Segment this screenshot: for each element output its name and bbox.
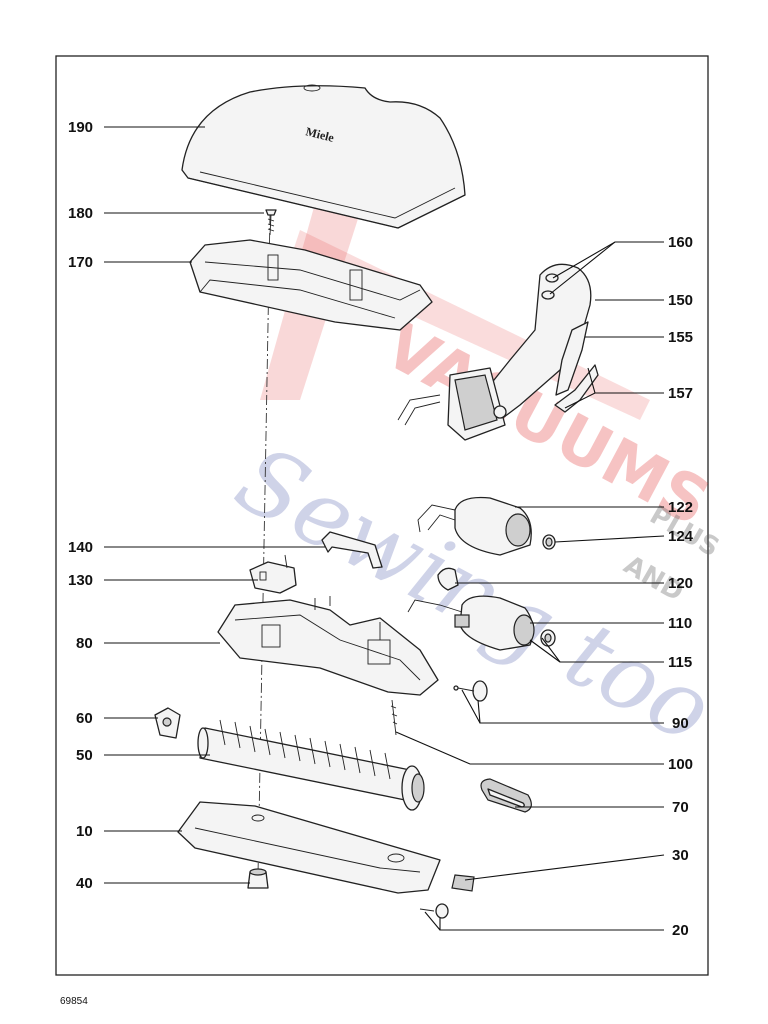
part-40-foot	[247, 868, 269, 889]
part-50-brush-roller	[197, 719, 425, 811]
part-10-base-plate	[177, 801, 441, 894]
label-20: 20	[672, 922, 689, 939]
label-170: 170	[68, 254, 93, 271]
part-124-pulley	[542, 534, 556, 550]
part-130-switch	[249, 554, 297, 594]
label-140: 140	[68, 539, 93, 556]
part-90-wheel	[453, 680, 488, 702]
label-180: 180	[68, 205, 93, 222]
label-115: 115	[668, 654, 692, 671]
label-150: 150	[668, 292, 693, 309]
part-150-neck	[397, 263, 592, 441]
part-20-roller	[419, 903, 449, 919]
leader-100	[395, 731, 664, 765]
label-160: 160	[668, 234, 693, 251]
label-50: 50	[76, 747, 93, 764]
label-124: 124	[668, 528, 694, 545]
label-40: 40	[76, 875, 93, 892]
label-70: 70	[672, 799, 689, 816]
label-60: 60	[76, 710, 93, 727]
leader-90b	[461, 689, 481, 724]
label-130: 130	[68, 572, 93, 589]
leader-160b	[549, 241, 616, 295]
label-122: 122	[668, 499, 693, 516]
part-110-motor	[407, 595, 535, 651]
label-120: 120	[668, 575, 693, 592]
label-30: 30	[672, 847, 689, 864]
part-155-clip	[555, 321, 589, 396]
leader-20	[439, 918, 664, 931]
leader-lines	[104, 126, 665, 931]
part-157-cover	[554, 364, 599, 413]
document-code: 69854	[60, 996, 88, 1007]
label-90: 90	[672, 715, 689, 732]
leader-30	[464, 854, 665, 881]
part-80-base	[217, 596, 439, 696]
part-100-screw	[390, 699, 398, 736]
part-190-hood: Miele	[181, 84, 466, 229]
diagram-frame	[55, 55, 709, 976]
leader-20b	[424, 911, 441, 931]
leader-124	[554, 535, 665, 543]
part-122-motor	[417, 496, 532, 556]
part-115-pulley	[540, 629, 556, 647]
part-70-belt	[480, 778, 532, 813]
assembly-axis	[257, 214, 271, 876]
part-30-strip	[451, 874, 475, 892]
label-190: 190	[68, 119, 93, 136]
label-157: 157	[668, 385, 693, 402]
part-170-frame	[189, 239, 433, 331]
label-10: 10	[76, 823, 93, 840]
leader-115b	[529, 639, 561, 663]
part-120-clip	[437, 567, 459, 591]
label-100: 100	[668, 756, 693, 773]
label-80: 80	[76, 635, 93, 652]
label-110: 110	[668, 615, 692, 632]
part-140-bracket	[321, 531, 383, 569]
label-155: 155	[668, 329, 693, 346]
part-180-screw	[265, 209, 277, 236]
miele-logo: Miele	[304, 124, 336, 145]
part-labels: 190 180 170 160 150 155 157 122 124 140 …	[68, 119, 694, 939]
part-60-plate	[154, 707, 181, 739]
leader-157b	[587, 367, 596, 394]
